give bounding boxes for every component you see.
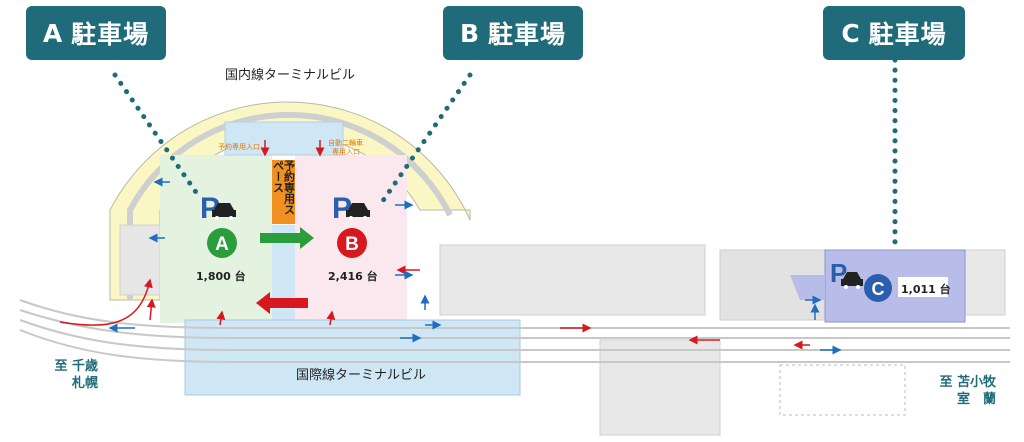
car-icon	[841, 272, 863, 289]
motorcycle-entrance-line2: 専用入口	[332, 148, 360, 156]
parking-a-marker[interactable]	[207, 228, 237, 258]
destination-right: 至 苫小牧 室 蘭	[926, 374, 996, 408]
destination-right-line2: 室 蘭	[956, 392, 996, 407]
reserved-entrance-label: 予約専用入口	[218, 143, 260, 151]
car-icon	[212, 203, 236, 220]
parking-c-name: 駐車場	[868, 20, 947, 49]
parking-a-name: 駐車場	[71, 20, 150, 49]
destination-right-line1: 至 苫小牧	[939, 375, 996, 390]
parking-b-tag[interactable]: B 駐車場	[443, 6, 583, 60]
parking-c-count: 1,011 台	[901, 283, 951, 296]
car-icon	[346, 203, 370, 220]
reserved-space-label: 予約専用スペース	[272, 160, 296, 224]
destination-left: 至 千歳 札幌	[40, 358, 98, 392]
b-to-a-arrow	[256, 292, 308, 314]
parking-c-letter: C	[841, 18, 861, 48]
parking-a-count: 1,800 台	[196, 270, 246, 283]
parking-b-letter: B	[459, 18, 481, 48]
parking-c-tag[interactable]: C 駐車場	[823, 6, 965, 60]
parking-a-marker-label: A	[215, 234, 229, 255]
international-terminal-building	[184, 319, 521, 396]
parking-c-marker-label: C	[872, 279, 885, 299]
parking-c-marker[interactable]	[864, 274, 892, 302]
destination-left-line2: 札幌	[71, 376, 98, 391]
a-to-b-arrow	[260, 227, 314, 249]
parking-b-marker[interactable]	[337, 228, 367, 258]
domestic-terminal-label: 国内線ターミナルビル	[225, 68, 356, 83]
parking-a-tag[interactable]: A 駐車場	[26, 6, 166, 60]
parking-b-marker-label: B	[345, 234, 359, 255]
motorcycle-entrance-line1: 自動二輪車	[328, 139, 363, 147]
parking-b-name: 駐車場	[488, 20, 567, 49]
destination-left-line1: 至 千歳	[54, 359, 98, 374]
parking-a-letter: A	[42, 18, 64, 48]
international-terminal-label: 国際線ターミナルビル	[296, 368, 427, 383]
parking-b-count: 2,416 台	[328, 270, 378, 283]
